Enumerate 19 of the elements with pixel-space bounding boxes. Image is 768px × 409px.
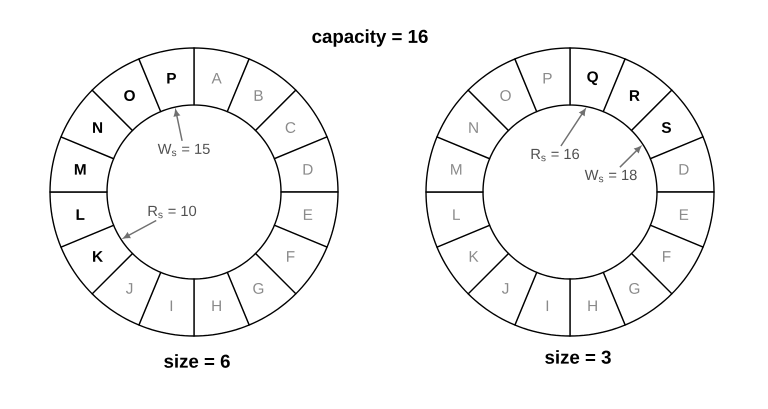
pointer-label: R$_{s}$ = 10	[148, 206, 196, 218]
buffer-slot: I	[514, 271, 571, 337]
buffer-slot: Q	[569, 47, 626, 113]
pointer-label: R$_{s}$ = 16	[532, 148, 580, 162]
capacity-label: capacity = 16	[312, 29, 428, 47]
pointer-arrow	[560, 108, 586, 146]
pointer-label: W$_{s}$ = 18	[584, 170, 637, 182]
pointer-arrow	[619, 146, 642, 168]
pointer-arrow	[123, 220, 157, 239]
pointer-label: W$_{s}$ = 15	[158, 144, 210, 156]
buffer-slot: E	[649, 191, 715, 248]
size-label: size = 6	[164, 354, 230, 368]
buffer-slot: M	[425, 136, 491, 193]
pointer-arrow	[174, 110, 183, 142]
buffer-slot: A	[193, 47, 250, 113]
buffer-slot: M	[49, 136, 115, 193]
buffer-slot: I	[138, 271, 195, 337]
size-label: size = 3	[545, 350, 611, 364]
buffer-slot: E	[273, 191, 339, 248]
